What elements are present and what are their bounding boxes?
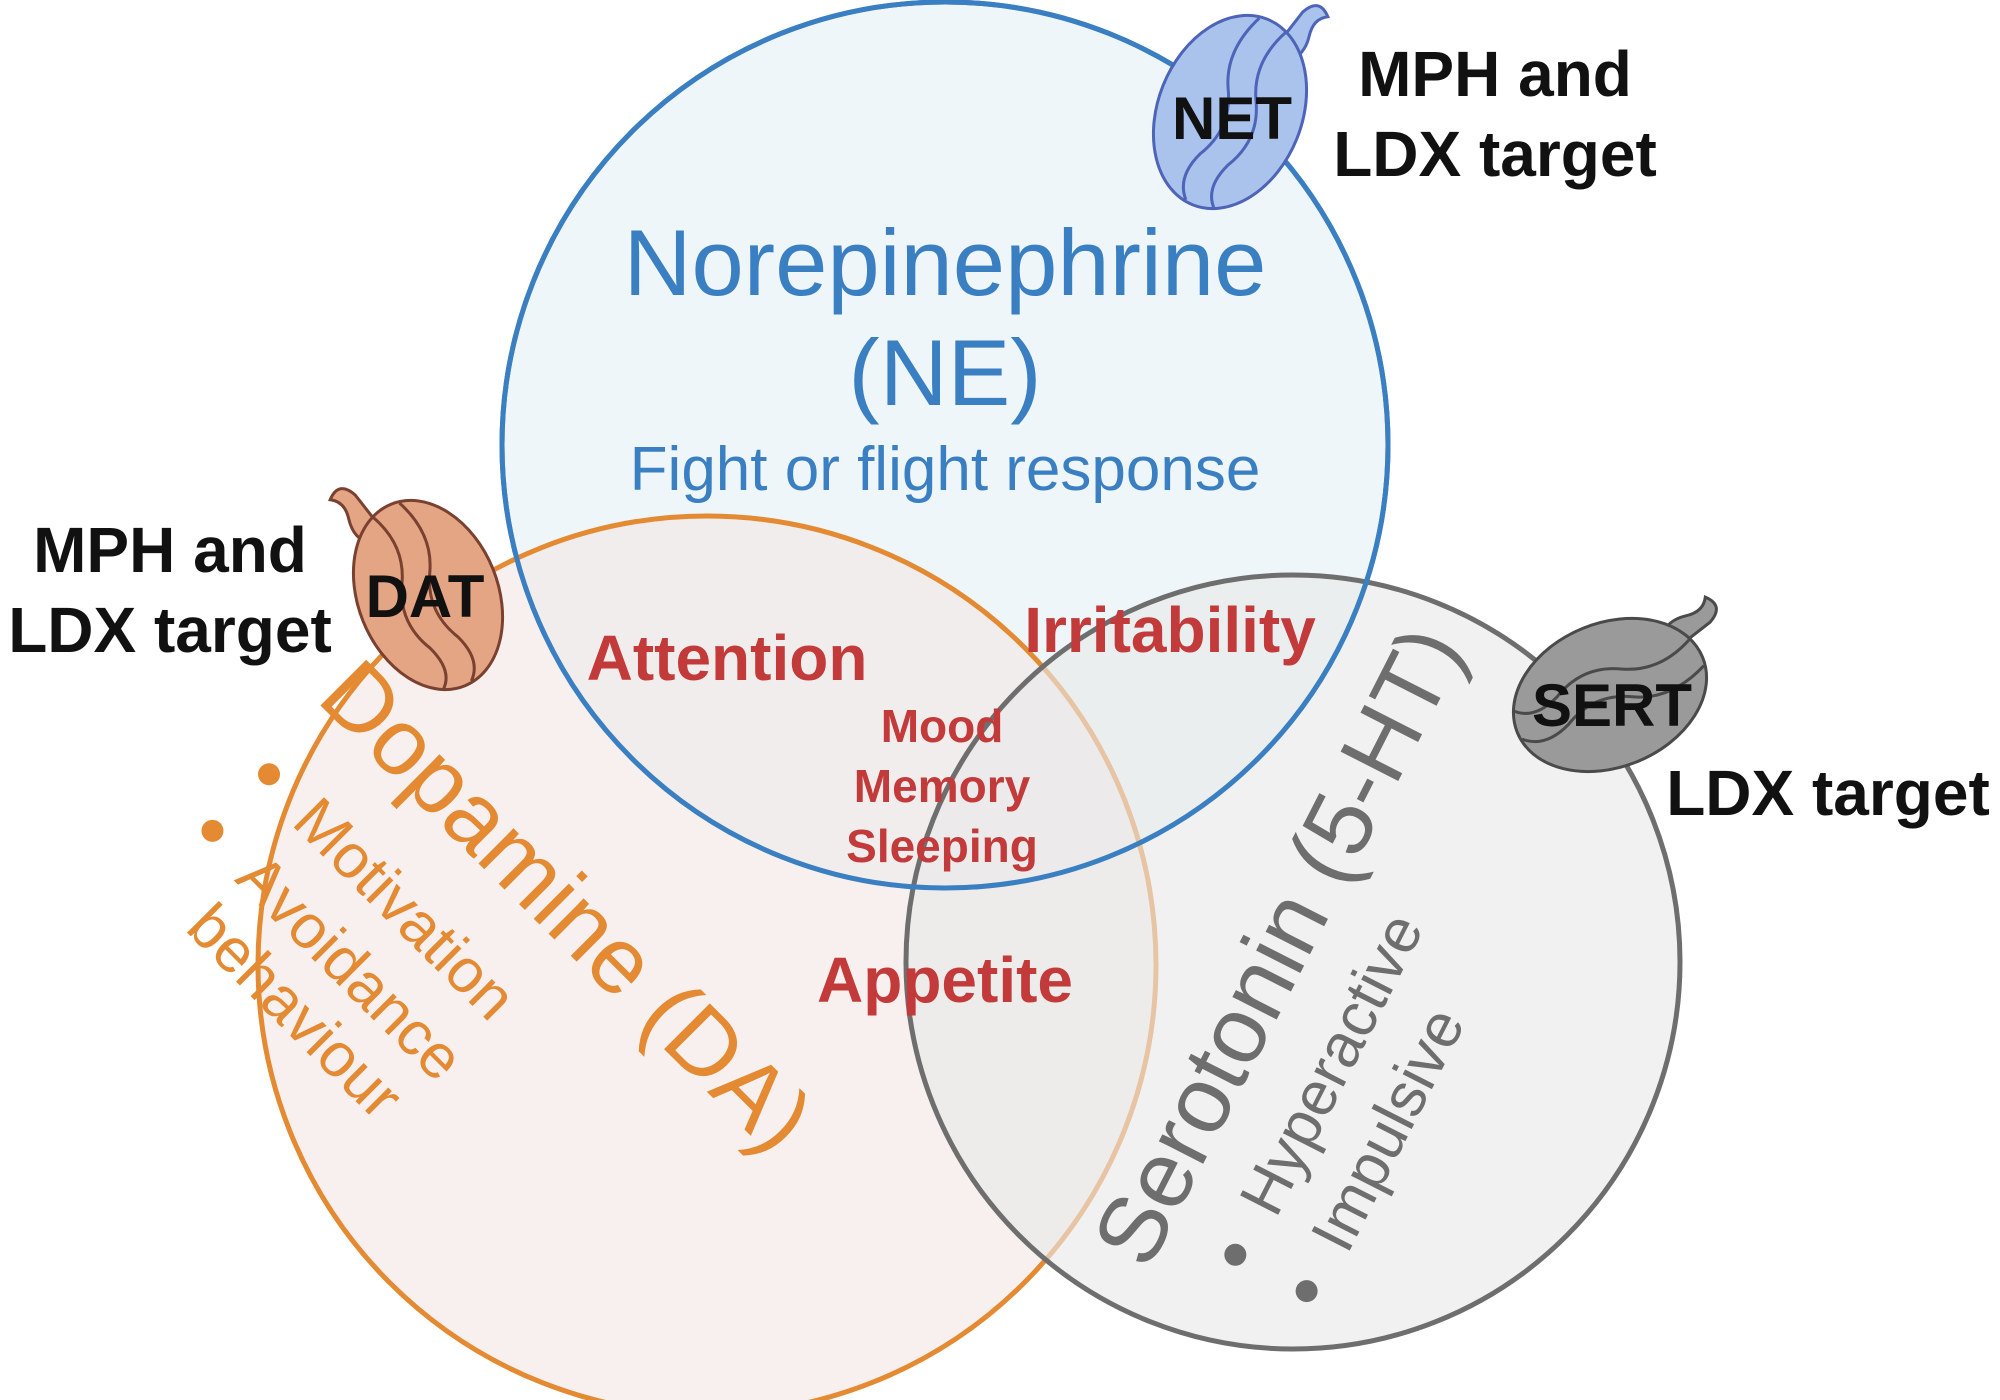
net-target-line-2: LDX target: [1333, 118, 1657, 190]
transporter-groove-shape: [371, 501, 476, 692]
dat-target-line-2: LDX target: [8, 594, 332, 666]
dat-label: DAT: [366, 563, 485, 630]
norepinephrine-circle-outline: [499, 0, 1391, 891]
transporter-body-shape: [1511, 616, 1709, 774]
overlap-attention: Attention: [587, 622, 868, 694]
overlap-all-mood: Mood: [881, 700, 1004, 752]
ne-function: Fight or flight response: [630, 435, 1261, 504]
overlap-appetite: Appetite: [817, 944, 1073, 1016]
sert-target-line-1: LDX target: [1666, 757, 1990, 829]
transporter-groove-shape: [1181, 17, 1287, 210]
dat-target-line-1: MPH and: [33, 514, 307, 586]
da-bullet-dot: [258, 763, 281, 786]
ne-title: Norepinephrine: [624, 210, 1267, 315]
ne-abbreviation: (NE): [848, 320, 1041, 425]
transporter-groove-shape: [1512, 638, 1705, 744]
net-transporter-icon: [1151, 4, 1330, 211]
sert-label: SERT: [1532, 672, 1692, 739]
overlap-all-sleeping: Sleeping: [846, 820, 1038, 872]
serotonin-circle: [903, 572, 1683, 1352]
overlap-irritability: Irritability: [1024, 594, 1316, 666]
transporter-body-shape: [1151, 13, 1309, 211]
ht-bullet-dot: [1224, 1243, 1247, 1266]
transporter-body-shape: [351, 498, 505, 692]
da-bullet-dot: [201, 819, 224, 842]
dat-transporter-icon: [328, 487, 505, 692]
ht-bullet-dot: [1295, 1280, 1318, 1303]
overlap-all-memory: Memory: [854, 760, 1031, 812]
net-label: NET: [1172, 85, 1292, 152]
net-target-line-1: MPH and: [1358, 38, 1632, 110]
sert-transporter-icon: [1511, 595, 1718, 774]
